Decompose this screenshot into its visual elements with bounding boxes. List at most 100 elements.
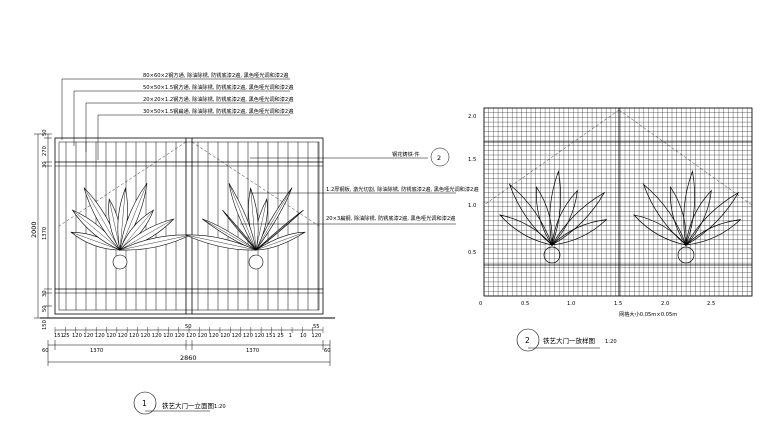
leaf-vein (228, 183, 257, 251)
layout-grid-drawing (483, 107, 753, 297)
x-tick-1.0: 1.0 (567, 301, 575, 307)
y-tick-2.0: 2.0 (468, 114, 476, 120)
dim-h-total: 2860 (180, 354, 197, 362)
grid-flower-bud (543, 246, 561, 264)
y-tick-1.5: 1.5 (468, 157, 476, 163)
scale-elevation: 1:20 (214, 404, 226, 410)
grid-size-note: 网格大小0.05m×0.05m (619, 310, 677, 318)
leaf-vein (255, 199, 268, 251)
dim-h-label: 120 (106, 333, 116, 339)
dim-h-60-left: 60 (42, 348, 49, 354)
grid-leaf-blade (684, 219, 742, 246)
grid-leaf-blade (549, 169, 562, 247)
dim-v-150: 150 (42, 320, 48, 330)
grid-flower-bud (677, 246, 695, 264)
leaf-vein (119, 218, 174, 251)
leaf-vein (72, 209, 121, 251)
leaf-vein (222, 210, 257, 251)
dim-v-270: 270 (42, 146, 48, 156)
y-tick-1.0: 1.0 (468, 203, 476, 209)
leaf-vein (255, 232, 305, 251)
dim-h-1370-right: 1370 (246, 348, 259, 354)
title-block-elevation (133, 391, 210, 415)
gate-elevation (40, 137, 335, 319)
dim-v-30-bottom: 30 (42, 290, 48, 297)
leaf-vein (255, 209, 304, 251)
leaf-vein (108, 199, 121, 251)
dim-h-label: 120 (311, 333, 321, 339)
dim-h-25: 25 (63, 333, 70, 339)
note-flat-steel: 20×3扁钢, 除油除锈, 防锈底漆2遍, 黑色哑光调和漆2遍 (326, 214, 456, 222)
dim-h-label: 120 (197, 333, 207, 339)
dim-h-label: 120 (243, 333, 253, 339)
dim-h-151: 151 (54, 333, 64, 339)
dim-h-label: 120 (140, 333, 150, 339)
dim-h-60-right: 60 (324, 348, 331, 354)
grid-leaf-blade (685, 191, 740, 246)
dim-h-label: 120 (254, 333, 264, 339)
dim-v-50-top: 50 (42, 129, 48, 136)
callout-2: 50×50×1.5钢方通, 除油除锈, 防锈底漆2遍, 黑色哑光调和漆2遍 (143, 83, 294, 91)
x-tick-0.5: 0.5 (521, 301, 529, 307)
x-tick-0: 0 (479, 301, 482, 307)
dim-h-label: 120 (232, 333, 242, 339)
grid-leaf-blade (508, 183, 553, 247)
dim-h-label: 120 (83, 333, 93, 339)
grid-leaf-blade (683, 169, 696, 247)
dim-v-30-top: 30 (42, 161, 48, 168)
dim-v-50-bottom: 50 (42, 305, 48, 312)
dim-h-label: 120 (175, 333, 185, 339)
dim-h-label: 120 (118, 333, 128, 339)
title-block-layout (516, 328, 600, 352)
dim-h-label: 25 (277, 333, 284, 339)
grid-leaf-blade (535, 185, 553, 247)
left-dimension-chain (34, 133, 52, 319)
dim-h-label: 151 (266, 333, 276, 339)
dim-h-1370-left: 1370 (90, 348, 103, 354)
note-steel-plate: 1.2厚钢板, 激光切割, 除油除锈, 防锈底漆2遍, 黑色哑光调和漆2遍 (326, 185, 479, 193)
dim-v-1370: 1370 (42, 227, 48, 240)
grid-leaf-blade (642, 183, 687, 247)
y-tick-0.5: 0.5 (468, 250, 476, 256)
grid-leaf-blade (550, 219, 608, 246)
leaf-vein (71, 232, 121, 251)
dim-h-label: 120 (129, 333, 139, 339)
leaf-vein (255, 187, 293, 251)
grid-leaf-blade (685, 189, 712, 247)
callout-4: 30×50×1.5钢扁通, 除油除锈, 防锈底漆2遍, 黑色哑光调和漆2遍 (143, 107, 294, 115)
swing-line-left (58, 141, 187, 227)
dim-h-label: 120 (209, 333, 219, 339)
grid-leaf-blade (551, 191, 606, 246)
callout-3: 20×20×1.2钢方通, 除油除锈, 防锈底漆2遍, 黑色哑光调和漆2遍 (143, 95, 294, 103)
leaf-vein (185, 234, 257, 251)
gate-frame (54, 137, 324, 315)
grid-leaf-ornament (499, 169, 742, 264)
dim-h-label: 1 (289, 333, 292, 339)
dim-h-label: 120 (95, 333, 105, 339)
dim-h-50: 50 (185, 324, 192, 330)
x-tick-2.0: 2.0 (661, 301, 669, 307)
note-cast-iron: 钢花铸铁·件 (392, 150, 420, 158)
dim-h-55: 55 (313, 324, 320, 330)
bottom-dim-ticks (54, 327, 324, 333)
section-ref-number: 2 (437, 154, 441, 162)
callout-leaders (61, 78, 456, 225)
grid-leaf-blade (551, 189, 578, 247)
title-layout: 铁艺大门一放样图 (543, 336, 595, 345)
leaf-ornament (70, 183, 306, 270)
leaf-vein (119, 188, 126, 251)
leaf-vein (119, 183, 148, 251)
dim-h-label: 120 (72, 333, 82, 339)
dim-h-label: 120 (163, 333, 173, 339)
leaf-vein (119, 210, 154, 251)
vertical-bars (65, 142, 319, 310)
leaf-vein (83, 187, 121, 251)
grid-swing-right (618, 109, 753, 206)
dim-v-total: 2000 (30, 221, 38, 238)
dim-h-label: 120 (220, 333, 230, 339)
title-number-2: 2 (525, 336, 530, 345)
scale-layout: 1:20 (605, 339, 617, 345)
flower-bud (248, 254, 264, 270)
